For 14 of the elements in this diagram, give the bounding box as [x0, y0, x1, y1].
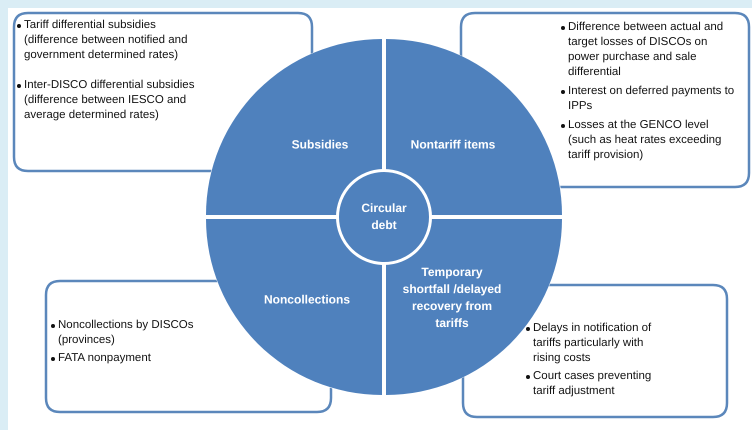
bullet-text: Tariff differential subsidies (difference between notified and government determined rates)	[17, 18, 202, 63]
bullet-text: Noncollections by DISCOs (provinces)	[51, 318, 228, 348]
segment-label: Temporary shortfall /delayed recovery from tariffs	[402, 264, 502, 332]
bullet-text: Court cases preventing tariff adjustment	[526, 369, 673, 399]
bullet-text: Losses at the GENCO level (such as heat rates exceeding tariff provision)	[561, 118, 736, 163]
bullet-text: Difference between actual and target losses of DISCOs on power purchase and sale differential	[561, 20, 736, 80]
segment-label: Subsidies	[290, 136, 350, 154]
bullet-text: Inter-DISCO differential subsidies (difference between IESCO and average determined rates)	[17, 78, 202, 123]
bullet-text: FATA nonpayment	[51, 351, 228, 366]
segment-label: Nontariff items	[410, 136, 496, 154]
segment-label: Noncollections	[262, 292, 351, 308]
bullet-text: Delays in notification of tariffs particularly with rising costs	[526, 321, 673, 366]
center-label: Circular debt	[360, 200, 408, 234]
bullet-text: Interest on deferred payments to IPPs	[561, 84, 736, 114]
